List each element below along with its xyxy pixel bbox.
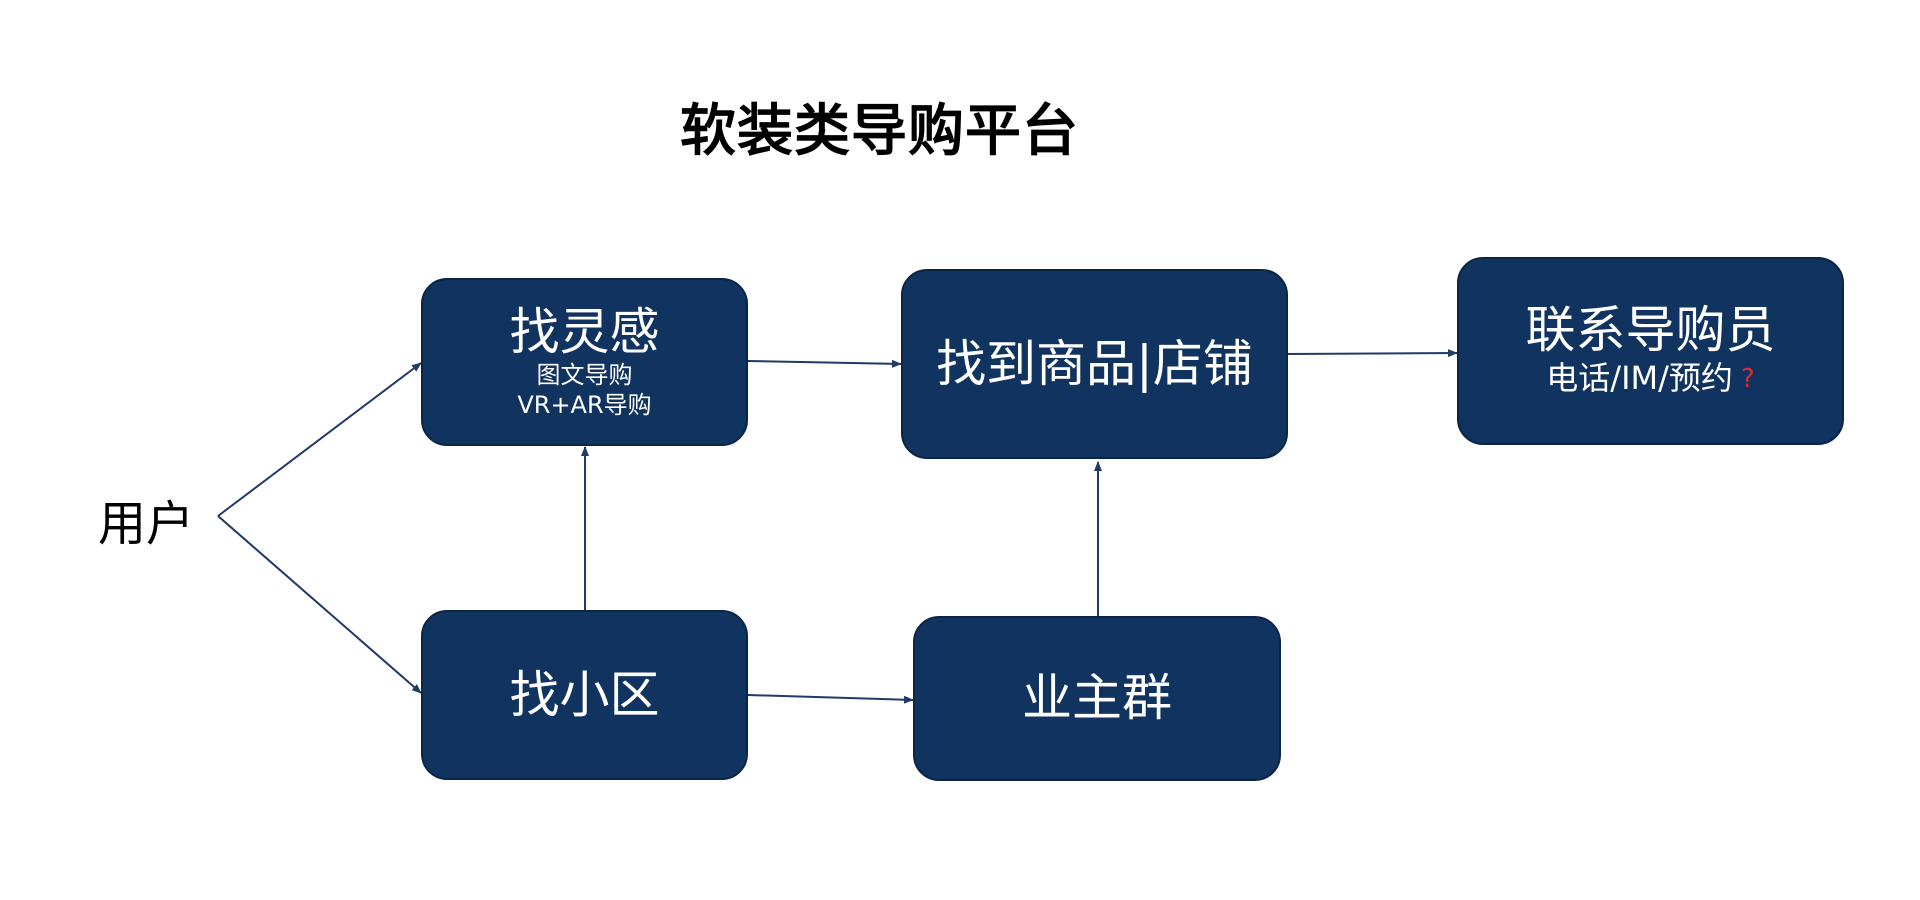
node-contact-guide-title: 联系导购员 — [1525, 300, 1776, 359]
node-contact-guide-sub: 电话/IM/预约? — [1546, 358, 1754, 400]
node-find-product-store[interactable]: 找到商品|店铺 — [901, 269, 1288, 459]
arrow-inspiration-to-product-store — [747, 359, 902, 368]
question-mark-icon: ? — [1740, 363, 1755, 394]
node-owner-group-title: 业主群 — [1022, 669, 1172, 727]
arrow-community-to-owner-group — [747, 694, 914, 704]
node-find-community-title: 找小区 — [509, 665, 660, 724]
node-find-community[interactable]: 找小区 — [421, 610, 748, 780]
node-find-inspiration-title: 找灵感 — [509, 302, 660, 361]
node-contact-guide-sub-text: 电话/IM/预约 — [1546, 358, 1733, 397]
node-find-inspiration-sub-2: VR+AR导购 — [517, 390, 652, 419]
arrow-product-store-to-contact-guide — [1287, 349, 1458, 358]
node-find-product-store-title: 找到商品|店铺 — [936, 334, 1253, 393]
node-find-inspiration-sub-1: 图文导购 — [536, 360, 633, 389]
page-title: 软装类导购平台 — [680, 99, 1079, 164]
arrow-user-to-inspiration — [217, 362, 422, 517]
arrow-user-to-community — [217, 515, 422, 694]
node-find-inspiration[interactable]: 找灵感 图文导购 VR+AR导购 — [421, 278, 748, 446]
node-contact-guide[interactable]: 联系导购员 电话/IM/预约? — [1457, 257, 1844, 445]
node-owner-group[interactable]: 业主群 — [913, 616, 1281, 781]
user-label: 用户 — [98, 496, 195, 552]
